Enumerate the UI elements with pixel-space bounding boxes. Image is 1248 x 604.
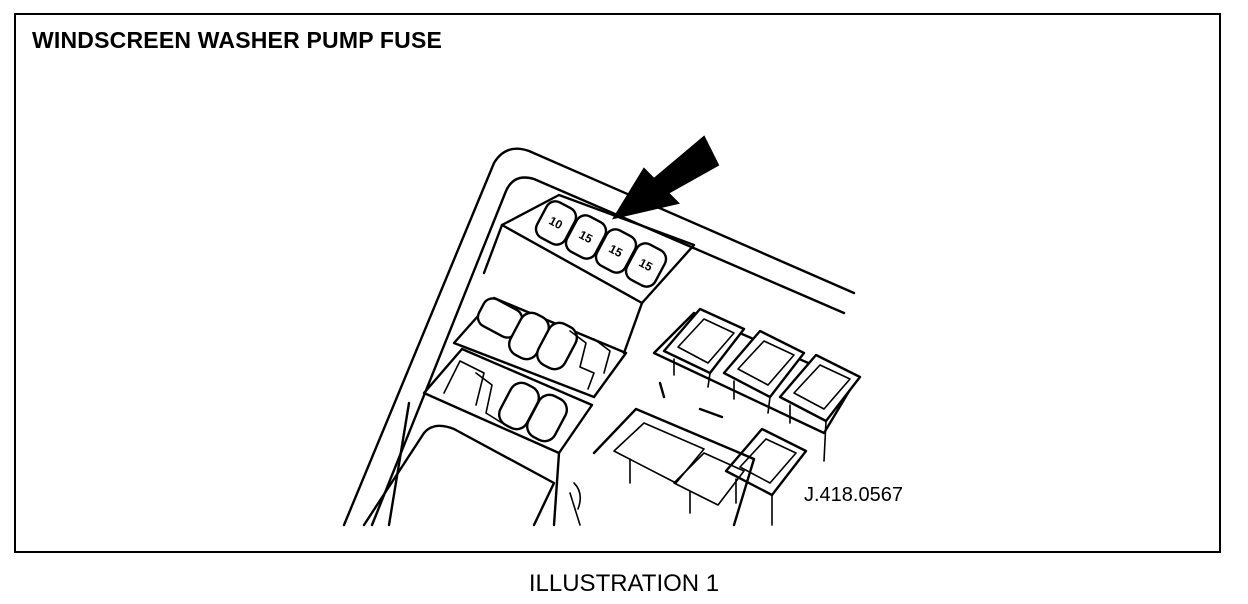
relay-cluster-lower <box>443 360 569 443</box>
fuse-1: 10 <box>534 200 578 246</box>
relay-socket-3 <box>778 353 862 462</box>
housing-inner-edge <box>370 176 846 527</box>
housing-outer-edge <box>342 147 856 527</box>
lower-socket-block <box>592 407 756 527</box>
fuse-box-drawing: 10 15 15 15 <box>342 135 862 527</box>
fuse-2-rating: 15 <box>577 228 596 247</box>
fuse-3-rating: 15 <box>607 242 626 261</box>
fuse-tray <box>500 193 696 305</box>
fuse-4-rating: 15 <box>637 256 656 275</box>
relay-socket-4 <box>724 427 808 526</box>
drawing-reference-code: J.418.0567 <box>804 484 903 506</box>
pointer-arrow-icon <box>611 135 720 220</box>
illustration-frame: WINDSCREEN WASHER PUMP FUSE <box>14 13 1221 553</box>
fuse-4: 15 <box>624 242 668 288</box>
illustration-caption: ILLUSTRATION 1 <box>528 570 720 597</box>
lower-cavity <box>362 424 556 527</box>
relay-cluster-upper <box>476 297 611 390</box>
fuse-2: 15 <box>564 214 608 260</box>
fuse-1-rating: 10 <box>547 214 566 233</box>
relay-socket-1 <box>662 307 746 388</box>
relay-socket-2 <box>722 329 806 414</box>
relay-block-lower <box>422 347 594 455</box>
figure-title: WINDSCREEN WASHER PUMP FUSE <box>32 27 443 53</box>
